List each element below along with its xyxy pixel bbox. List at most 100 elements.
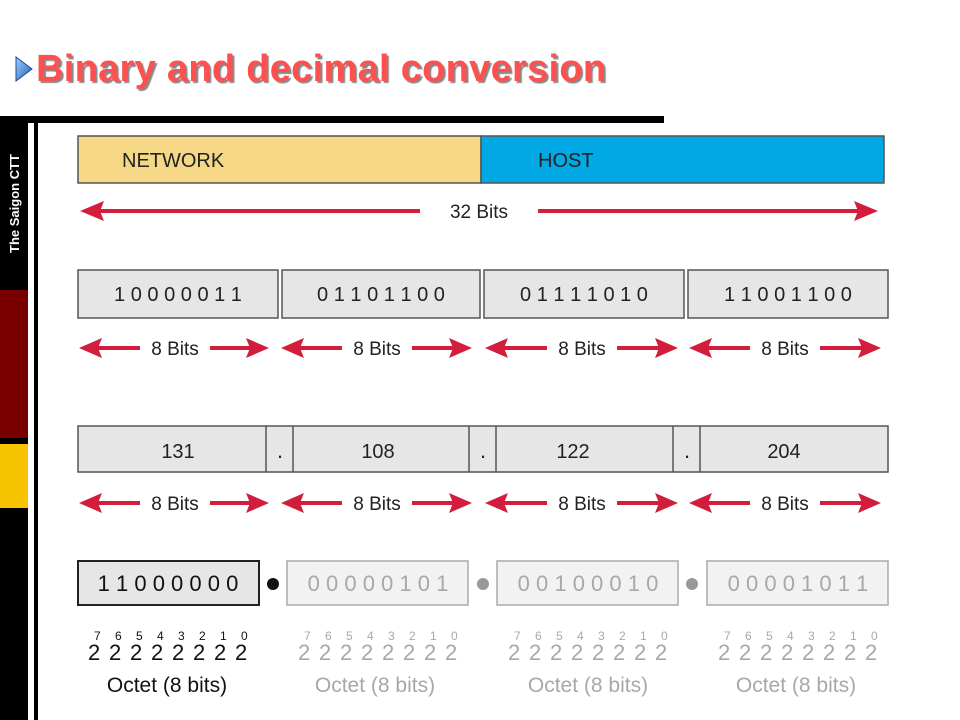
octet-bits-label: 8 Bits	[353, 494, 401, 515]
power-exponent: 2	[829, 629, 836, 643]
slide-title-group: Binary and decimal conversion	[14, 44, 606, 94]
bottom-octet-value: 0 0 0 0 1 0 1 1	[728, 571, 869, 596]
power-base: 2	[151, 640, 163, 665]
octet-bits-arrow	[689, 493, 881, 513]
binary-octet-row: 1 0 0 0 0 0 1 1 0 1 1 0 1 1 0 0 0 1 1 1 …	[77, 269, 889, 319]
octet-bits-arrow	[79, 338, 269, 358]
power-base: 2	[592, 640, 604, 665]
octet-bits-arrow	[485, 338, 678, 358]
power-exponent: 0	[871, 629, 878, 643]
octet-bits-arrow	[79, 493, 269, 513]
decimal-octet-value: 122	[556, 441, 589, 463]
power-exponent: 2	[409, 629, 416, 643]
power-exponent: 3	[808, 629, 815, 643]
bottom-octet-value: 1 1 0 0 0 0 0 0	[98, 571, 239, 596]
sidebar-yellow-block	[0, 444, 28, 508]
binary-octet-value: 0 1 1 1 1 0 1 0	[520, 284, 648, 306]
power-base: 2	[655, 640, 667, 665]
power-base: 2	[865, 640, 877, 665]
binary-octet-box	[77, 269, 279, 319]
power-base: 2	[760, 640, 772, 665]
powers-of-two: 2726252423222120272625242322212027262524…	[88, 629, 878, 665]
power-exponent: 2	[199, 629, 206, 643]
decimal-dot: .	[277, 438, 283, 463]
octet-bits-arrow	[281, 338, 472, 358]
power-exponent: 5	[766, 629, 773, 643]
power-base: 2	[613, 640, 625, 665]
octet-bits-label: 8 Bits	[761, 339, 809, 360]
total-bits-label: 32 Bits	[450, 202, 508, 223]
power-base: 2	[382, 640, 394, 665]
title-bullet-arrow-icon	[15, 56, 33, 82]
power-base: 2	[802, 640, 814, 665]
bottom-octet-value: 0 0 1 0 0 0 1 0	[518, 571, 659, 596]
bottom-octet-box	[706, 560, 889, 606]
host-label: HOST	[538, 150, 594, 172]
network-segment	[77, 135, 482, 184]
power-exponent: 7	[514, 629, 521, 643]
binary-octet-box	[483, 269, 685, 319]
power-base: 2	[193, 640, 205, 665]
power-base: 2	[88, 640, 100, 665]
power-base: 2	[424, 640, 436, 665]
power-exponent: 6	[535, 629, 542, 643]
power-base: 2	[844, 640, 856, 665]
power-exponent: 3	[178, 629, 185, 643]
octet-bits-label: 8 Bits	[761, 494, 809, 515]
power-base: 2	[214, 640, 226, 665]
power-base: 2	[529, 640, 541, 665]
power-base: 2	[550, 640, 562, 665]
sidebar-inner-rule	[34, 123, 38, 720]
bottom-octet-row: 1 1 0 0 0 0 0 0 0 0 0 0 0 1 0 1 0 0 1 0 …	[77, 560, 889, 606]
octet-bits-arrow	[281, 493, 472, 513]
binary-octet-value: 1 0 0 0 0 0 1 1	[114, 284, 242, 306]
binary-octet-box	[281, 269, 481, 319]
power-exponent: 0	[241, 629, 248, 643]
octet-bits-arrow	[689, 338, 881, 358]
bullet-dot-icon	[477, 578, 489, 590]
power-base: 2	[235, 640, 247, 665]
bottom-octet-value: 0 0 0 0 0 1 0 1	[308, 571, 449, 596]
power-base: 2	[781, 640, 793, 665]
sidebar-red-block	[0, 290, 28, 438]
decimal-octet-row: 131 108 122 204 . . .	[77, 425, 889, 473]
octet-bits-label: 8 Bits	[151, 494, 199, 515]
power-base: 2	[508, 640, 520, 665]
decimal-octet-value: 108	[361, 441, 394, 463]
decimal-dot: .	[684, 438, 690, 463]
power-exponent: 4	[577, 629, 584, 643]
octet-bits-arrow	[485, 493, 678, 513]
power-base: 2	[403, 640, 415, 665]
octet-caption: Octet (8 bits)	[528, 674, 648, 697]
power-exponent: 1	[640, 629, 647, 643]
power-base: 2	[571, 640, 583, 665]
binary-octet-value: 1 1 0 0 1 1 0 0	[724, 284, 852, 306]
power-exponent: 5	[556, 629, 563, 643]
decimal-octet-value: 131	[161, 441, 194, 463]
power-exponent: 5	[346, 629, 353, 643]
power-base: 2	[634, 640, 646, 665]
bottom-octet-box	[77, 560, 260, 606]
octet-caption: Octet (8 bits)	[315, 674, 435, 697]
power-base: 2	[340, 640, 352, 665]
decimal-octet-value: 204	[767, 441, 800, 463]
decimal-dot: .	[480, 438, 486, 463]
sidebar-gap	[28, 123, 34, 720]
host-segment	[480, 135, 885, 184]
power-base: 2	[823, 640, 835, 665]
power-base: 2	[739, 640, 751, 665]
bullet-dot-icon	[267, 578, 279, 590]
power-base: 2	[298, 640, 310, 665]
power-exponent: 5	[136, 629, 143, 643]
total-bits-arrow	[80, 201, 878, 221]
power-exponent: 6	[325, 629, 332, 643]
top-rule	[0, 116, 664, 123]
power-base: 2	[445, 640, 457, 665]
bottom-octet-box	[496, 560, 679, 606]
network-label: NETWORK	[122, 150, 225, 172]
